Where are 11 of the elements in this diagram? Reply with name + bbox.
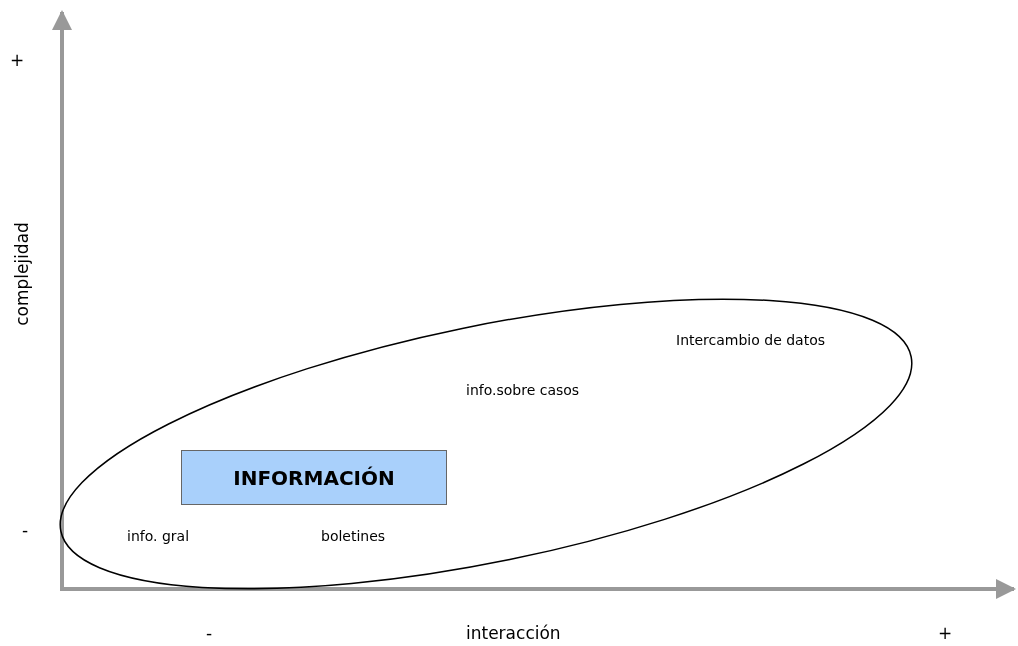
axis-end-mark: - — [206, 623, 213, 643]
axis-end-mark: + — [10, 50, 25, 70]
item-label: info. gral — [127, 528, 190, 544]
category-box: INFORMACIÓN — [181, 450, 447, 505]
axis-title: interacción — [466, 623, 561, 643]
item-label: boletines — [321, 528, 386, 544]
item-label: Intercambio de datos — [676, 332, 826, 348]
axis-title: complejidad — [11, 222, 32, 326]
axis-end-mark: - — [22, 520, 29, 540]
axis-end-mark: + — [938, 623, 953, 643]
item-label: info.sobre casos — [466, 382, 580, 398]
